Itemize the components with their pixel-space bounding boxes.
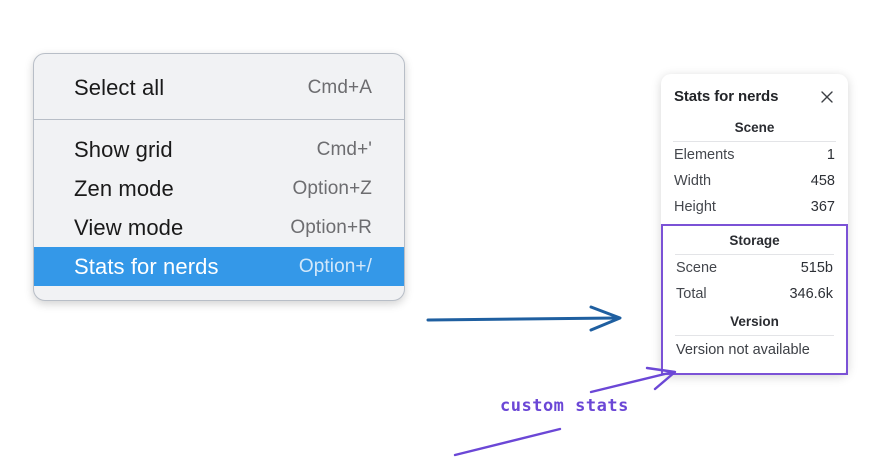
stat-value: 515b [800, 260, 833, 276]
stat-key: Width [674, 173, 712, 189]
menu-item-zen-mode[interactable]: Zen mode Option+Z [34, 169, 404, 208]
stat-value: 1 [826, 147, 835, 163]
menu-item-select-all[interactable]: Select all Cmd+A [34, 68, 404, 107]
panel-title: Stats for nerds [674, 88, 779, 105]
menu-item-show-grid[interactable]: Show grid Cmd+' [34, 130, 404, 169]
stat-key: Elements [674, 147, 735, 163]
menu-section-selection: Select all Cmd+A [34, 54, 404, 119]
stat-row-width: Width 458 [661, 168, 848, 194]
menu-item-shortcut: Option+Z [292, 177, 372, 199]
stat-key: Scene [676, 260, 718, 276]
menu-item-label: Select all [74, 74, 165, 100]
version-note: Version not available [676, 342, 810, 358]
panel-header: Stats for nerds [661, 74, 848, 113]
section-divider [675, 335, 834, 336]
stat-value: 458 [810, 173, 835, 189]
menu-section-view: Show grid Cmd+' Zen mode Option+Z View m… [34, 120, 404, 300]
menu-item-shortcut: Option+R [290, 216, 372, 238]
stat-value: 346.6k [789, 286, 833, 302]
stats-section-storage: Storage Scene 515b Total 346.6k [663, 226, 846, 307]
stat-row-height: Height 367 [661, 194, 848, 220]
stats-section-version: Version Version not available [663, 307, 846, 371]
context-menu[interactable]: Select all Cmd+A Show grid Cmd+' Zen mod… [33, 53, 405, 301]
stat-row-storage-scene: Scene 515b [663, 255, 846, 281]
section-heading-scene: Scene [734, 120, 775, 135]
stat-row-elements: Elements 1 [661, 142, 848, 168]
menu-item-shortcut: Cmd+' [316, 138, 372, 160]
menu-item-view-mode[interactable]: View mode Option+R [34, 208, 404, 247]
menu-item-label: Show grid [74, 136, 173, 162]
flow-arrow-icon [426, 305, 622, 332]
callout-underline-icon [453, 427, 562, 457]
menu-separator [34, 119, 404, 120]
menu-item-label: Zen mode [74, 175, 174, 201]
stats-section-scene: Scene Elements 1 Width 458 Height 367 [661, 113, 848, 220]
stat-row-storage-total: Total 346.6k [663, 281, 846, 307]
menu-item-stats-for-nerds[interactable]: Stats for nerds Option+/ [34, 247, 404, 286]
menu-item-label: View mode [74, 214, 184, 240]
callout-label: custom stats [500, 396, 629, 416]
stat-key: Height [674, 199, 716, 215]
menu-item-shortcut: Option+/ [298, 255, 372, 277]
stat-value: 367 [810, 199, 835, 215]
stat-key: Total [676, 286, 707, 302]
section-divider [675, 254, 834, 255]
section-divider [673, 141, 836, 142]
section-heading-version: Version [730, 314, 779, 329]
menu-item-label: Stats for nerds [74, 253, 219, 279]
menu-item-shortcut: Cmd+A [307, 76, 372, 98]
close-icon[interactable] [819, 89, 835, 105]
custom-stats-highlight-box: Storage Scene 515b Total 346.6k Version … [661, 224, 848, 375]
stats-for-nerds-panel: Stats for nerds Scene Elements 1 Width 4… [661, 74, 848, 375]
section-heading-storage: Storage [729, 233, 780, 248]
